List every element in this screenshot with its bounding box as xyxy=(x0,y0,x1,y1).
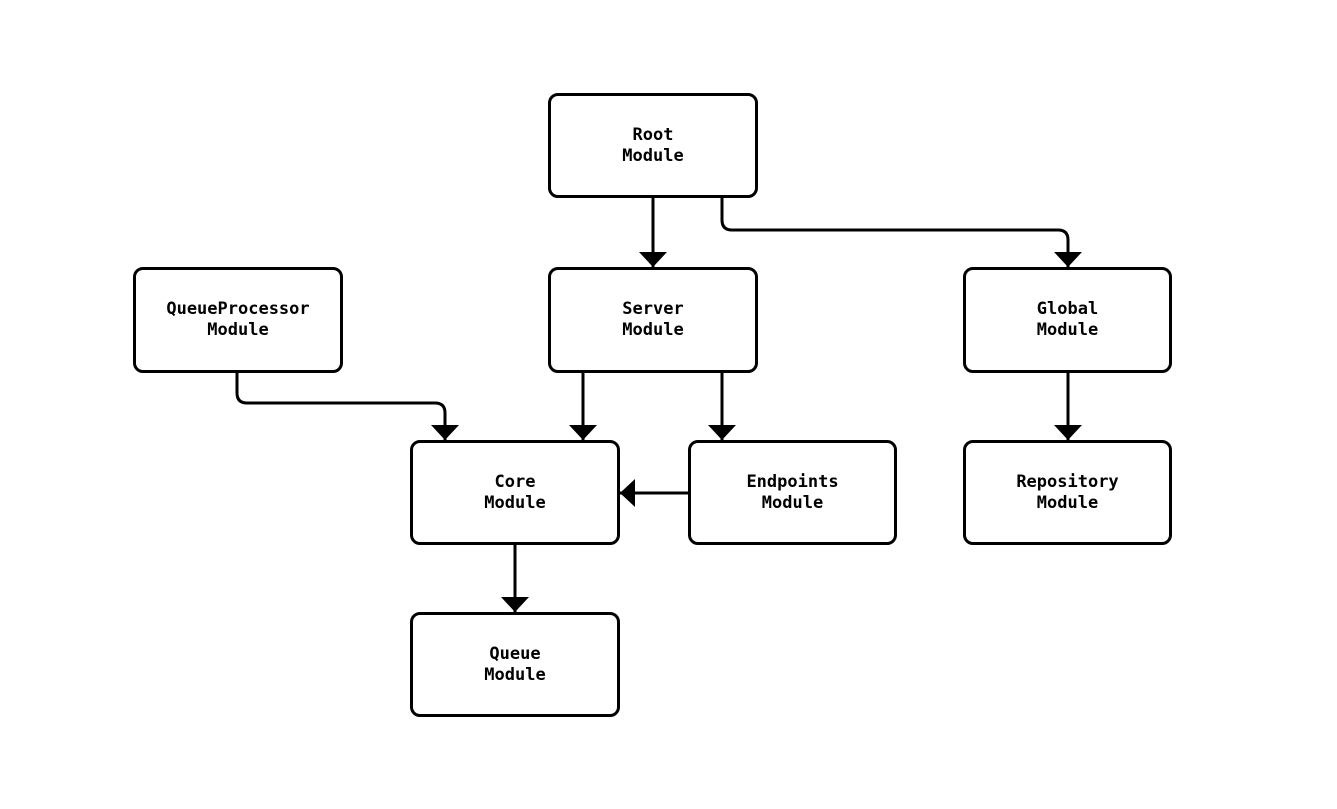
node-label-line: Core xyxy=(494,471,536,492)
node-label-line: Module xyxy=(484,664,546,685)
node-core-module: Core Module xyxy=(410,440,620,545)
node-label-line: Root xyxy=(632,124,674,145)
node-endpoints-module: Endpoints Module xyxy=(688,440,897,545)
node-label-line: Queue xyxy=(489,643,541,664)
node-label-line: Endpoints xyxy=(746,471,839,492)
node-global-module: Global Module xyxy=(963,267,1172,373)
node-label-line: Module xyxy=(1036,320,1099,340)
node-label-line: Module xyxy=(622,320,684,340)
node-label-line: Repository xyxy=(1016,471,1119,492)
node-queueprocessor-module: QueueProcessor Module xyxy=(133,267,343,373)
node-label-line: Module xyxy=(622,145,684,166)
node-repository-module: Repository Module xyxy=(963,440,1172,545)
edge-queueprocessor-core xyxy=(235,373,459,440)
edge-root-global xyxy=(720,198,1082,267)
node-label-line: QueueProcessor xyxy=(166,299,310,319)
node-root-module: Root Module xyxy=(548,93,758,198)
node-queue-module: Queue Module xyxy=(410,612,620,717)
node-server-module: Server Module xyxy=(548,267,758,373)
node-label-line: Module xyxy=(1036,492,1099,513)
node-label-line: Module xyxy=(761,492,824,513)
node-label-line: Global xyxy=(1036,299,1099,319)
node-label-line: Server xyxy=(622,299,684,319)
node-label-line: Module xyxy=(207,320,269,340)
node-label-line: Module xyxy=(484,492,546,513)
